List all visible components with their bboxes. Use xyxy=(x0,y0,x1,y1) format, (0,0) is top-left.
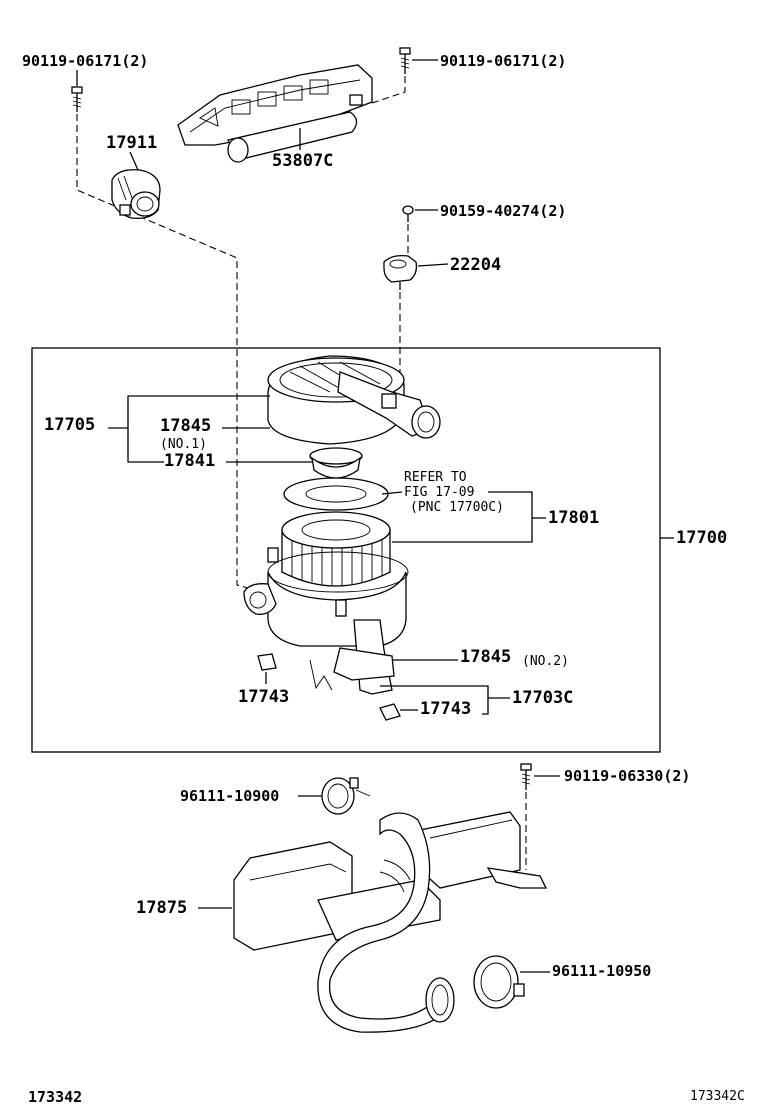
label-53807c: 53807C xyxy=(272,151,333,171)
duct-53807c xyxy=(177,64,373,163)
label-17743-left: 17743 xyxy=(238,687,289,707)
bolt-90119-06171-left xyxy=(71,86,83,112)
meter-22204 xyxy=(383,254,418,290)
refer-line-3: (PNC 17700C) xyxy=(410,500,504,515)
label-90119-06171-left: 90119-06171(2) xyxy=(22,52,148,70)
label-96111-10950: 96111-10950 xyxy=(552,962,651,980)
label-17703c: 17703C xyxy=(512,688,573,708)
clamp-17743-left xyxy=(257,653,277,671)
label-90119-06330: 90119-06330(2) xyxy=(564,767,690,785)
label-17801: 17801 xyxy=(548,508,599,528)
air-cleaner-cap-17705 xyxy=(267,355,441,445)
label-17845-no2-note: (NO.2) xyxy=(522,654,569,669)
label-17743-right: 17743 xyxy=(420,699,471,719)
label-17700: 17700 xyxy=(676,528,727,548)
label-90159-40274: 90159-40274(2) xyxy=(440,202,566,220)
clamp-96111-10900 xyxy=(321,777,371,815)
label-17845-no2: 17845 xyxy=(460,647,511,667)
footer-code-left: 173342 xyxy=(28,1088,82,1106)
label-17845-no1: 17845 xyxy=(160,416,211,436)
label-96111-10900: 96111-10900 xyxy=(180,787,279,805)
label-17845-no1-note: (NO.1) xyxy=(160,437,207,452)
hose-17911 xyxy=(111,169,161,219)
bolt-90119-06171-right xyxy=(399,47,411,74)
label-17875: 17875 xyxy=(136,898,187,918)
filter-element-17801 xyxy=(281,477,391,587)
label-17841: 17841 xyxy=(164,451,215,471)
label-90119-06171-right: 90119-06171(2) xyxy=(440,52,566,70)
refer-line-1: REFER TO xyxy=(404,470,467,485)
label-22204: 22204 xyxy=(450,255,501,275)
screw-90159-40274 xyxy=(402,205,414,222)
cleaner-case-17703c xyxy=(243,547,409,695)
clamp-96111-10950 xyxy=(473,955,525,1009)
label-17911: 17911 xyxy=(106,133,157,153)
bolt-90119-06330 xyxy=(520,763,532,790)
label-17705: 17705 xyxy=(44,415,95,435)
footer-code-right: 173342C xyxy=(690,1089,745,1104)
air-inlet-17875 xyxy=(233,811,548,1033)
assembly-box-17700 xyxy=(31,347,661,753)
refer-line-2: FIG 17-09 xyxy=(404,485,474,500)
gasket-17841 xyxy=(309,447,363,479)
clamp-17743-right xyxy=(379,703,401,721)
